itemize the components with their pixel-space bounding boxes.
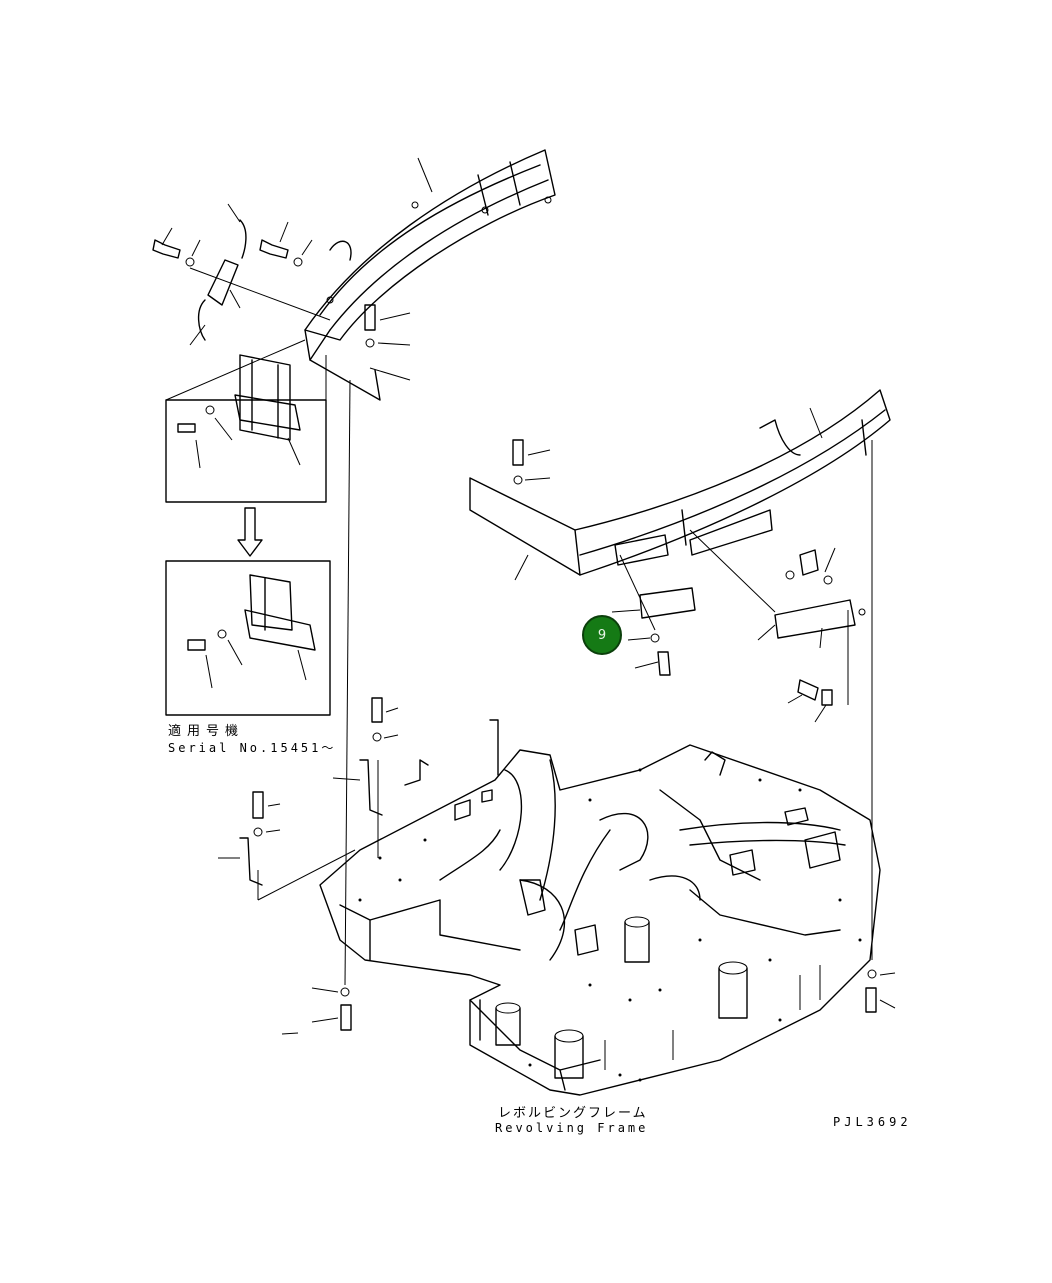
mount-plate-hardware [611, 554, 696, 676]
right-end-block [689, 529, 866, 723]
down-arrow-icon [237, 507, 263, 557]
serial-label-english: Serial No.15451〜 [168, 741, 337, 755]
right-counterweight-arc-guard [469, 389, 891, 581]
callout-badge-9[interactable]: 9 [582, 615, 622, 655]
left-counterweight-arc-guard [304, 149, 556, 401]
frame-label-japanese: レボルビングフレーム [498, 1106, 648, 1121]
revolving-frame [319, 719, 881, 1096]
step-box-old [165, 339, 327, 503]
left-bracket-hardware [152, 203, 331, 346]
frame-right-hardware [865, 440, 896, 1013]
step-box-new [165, 560, 331, 716]
drawing-code: PJL3692 [833, 1115, 912, 1129]
frame-label-english: Revolving Frame [495, 1121, 649, 1135]
frame-left-hardware [218, 379, 399, 1035]
serial-label-japanese: 適用号機 [168, 724, 245, 739]
guard-mount-bolts [364, 304, 411, 381]
